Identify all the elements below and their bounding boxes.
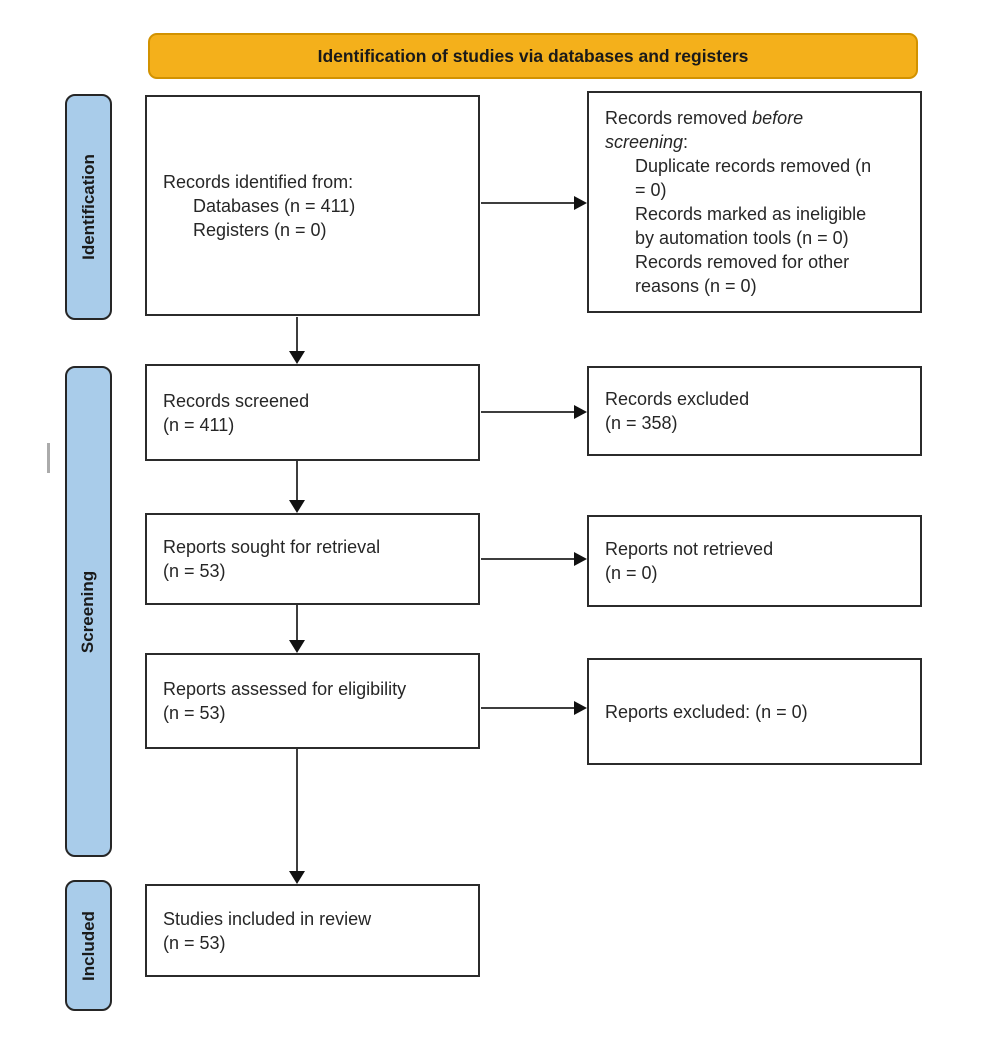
box-records-removed-item: Records removed for other reasons (n = 0… (635, 252, 850, 296)
stage-label-included: Included (78, 910, 98, 981)
box-reports-sought-line: Reports sought for retrieval (163, 537, 381, 557)
box-records-removed-heading: Records removed before screening: (605, 106, 880, 154)
box-records-removed: Records removed before screening: Duplic… (587, 91, 922, 313)
stray-tick-mark (47, 443, 50, 473)
box-reports-not-retrieved: Reports not retrieved (n = 0) (587, 515, 922, 607)
box-reports-not-retrieved-line: Reports not retrieved (605, 539, 774, 559)
box-reports-sought-line: (n = 53) (163, 561, 226, 581)
heading-italic: before screening (605, 108, 804, 152)
heading-prefix: Records removed (605, 108, 753, 128)
arrow-down-identified-to-screened (296, 317, 298, 351)
arrow-right-head-icon (574, 196, 587, 210)
box-records-excluded: Records excluded (n = 358) (587, 366, 922, 456)
box-records-screened-line: Records screened (163, 390, 310, 411)
box-reports-not-retrieved-line: (n = 0) (605, 563, 658, 583)
arrow-down-sought-to-assessed (296, 605, 298, 641)
stage-bar-identification: Identification (65, 94, 112, 320)
box-reports-excluded-line: Reports excluded: (n = 0) (605, 701, 808, 722)
arrow-right-sought-to-not-retrieved (481, 558, 574, 560)
stage-bar-included: Included (65, 880, 112, 1011)
box-reports-assessed: Reports assessed for eligibility (n = 53… (145, 653, 480, 749)
box-reports-excluded: Reports excluded: (n = 0) (587, 658, 922, 765)
arrow-right-head-icon (574, 552, 587, 566)
arrow-right-assessed-to-excluded (481, 707, 574, 709)
box-studies-included-line: Studies included in review (163, 908, 372, 929)
banner-title-label: Identification of studies via databases … (317, 45, 749, 66)
box-studies-included-line: (n = 53) (163, 932, 226, 953)
arrow-down-head-icon (289, 500, 305, 513)
box-reports-sought: Reports sought for retrieval (n = 53) (145, 513, 480, 605)
stage-label-identification: Identification (78, 154, 98, 260)
stage-label-screening: Screening (78, 570, 98, 653)
arrow-right-head-icon (574, 701, 587, 715)
arrow-down-head-icon (289, 351, 305, 364)
box-records-screened-line: (n = 411) (163, 414, 235, 435)
box-records-identified-heading: Records identified from: (163, 171, 354, 192)
heading-suffix: : (683, 132, 689, 152)
box-studies-included: Studies included in review (n = 53) (145, 884, 480, 977)
box-reports-assessed-line: (n = 53) (163, 703, 226, 723)
banner-title: Identification of studies via databases … (148, 33, 918, 79)
arrow-down-assessed-to-included (296, 749, 298, 871)
box-records-identified-item: Databases (n = 411) (193, 195, 356, 216)
box-records-identified-item: Registers (n = 0) (193, 219, 327, 240)
box-records-excluded-line: (n = 358) (605, 413, 678, 433)
arrow-down-head-icon (289, 871, 305, 884)
stage-bar-screening: Screening (65, 366, 112, 857)
arrow-right-screened-to-excluded (481, 411, 574, 413)
box-records-identified: Records identified from: Databases (n = … (145, 95, 480, 316)
arrow-right-head-icon (574, 405, 587, 419)
box-reports-assessed-line: Reports assessed for eligibility (163, 679, 407, 699)
arrow-right-identified-to-removed (481, 202, 574, 204)
box-records-excluded-line: Records excluded (605, 389, 750, 409)
arrow-down-screened-to-sought (296, 461, 298, 501)
box-records-screened: Records screened (n = 411) (145, 364, 480, 461)
box-records-removed-item: Duplicate records removed (n = 0) (635, 156, 872, 200)
arrow-down-head-icon (289, 640, 305, 653)
box-records-removed-item: Records marked as ineligible by automati… (635, 204, 867, 248)
